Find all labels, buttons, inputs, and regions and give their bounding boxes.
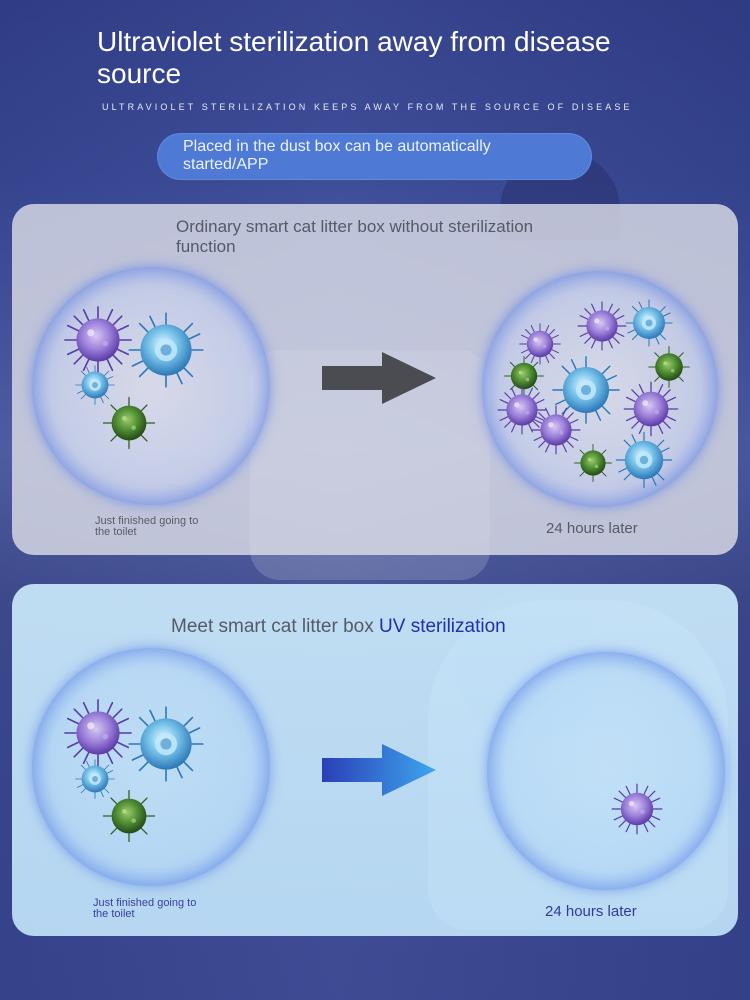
before-caption: Just finished going to the toilet <box>93 897 197 920</box>
virus-icon <box>610 782 664 836</box>
after-sphere <box>487 652 725 890</box>
virus-icon <box>576 300 628 352</box>
virus-icon <box>614 430 674 490</box>
page-title: Ultraviolet sterilization away from dise… <box>97 26 611 89</box>
before-sphere <box>32 267 270 505</box>
panel-with-uv-sterilization: Meet smart cat litter box UV sterilizati… <box>12 584 738 936</box>
virus-icon <box>126 704 206 784</box>
feature-pill: Placed in the dust box can be automatica… <box>157 133 592 180</box>
virus-icon <box>624 298 674 348</box>
before-sphere <box>32 648 270 886</box>
feature-pill-text: Placed in the dust box can be automatica… <box>183 138 491 173</box>
after-caption: 24 hours later <box>545 903 637 920</box>
virus-icon <box>100 394 158 452</box>
panel-heading: Meet smart cat litter box UV sterilizati… <box>171 616 506 638</box>
virus-icon <box>126 310 206 390</box>
panel-heading: Ordinary smart cat litter box without st… <box>176 217 534 256</box>
before-caption: Just finished going to the toilet <box>95 515 199 538</box>
after-caption: 24 hours later <box>546 520 638 537</box>
arrow-right-icon <box>322 744 436 796</box>
heading-highlight: UV sterilization <box>379 616 506 637</box>
panel-without-sterilization: Ordinary smart cat litter box without st… <box>12 204 738 555</box>
heading-prefix: Meet smart cat litter box <box>171 616 374 637</box>
virus-icon <box>100 787 158 845</box>
virus-icon <box>572 442 614 484</box>
page-subtitle: ULTRAVIOLET STERILIZATION KEEPS AWAY FRO… <box>102 102 633 112</box>
arrow-right-icon <box>322 352 436 404</box>
